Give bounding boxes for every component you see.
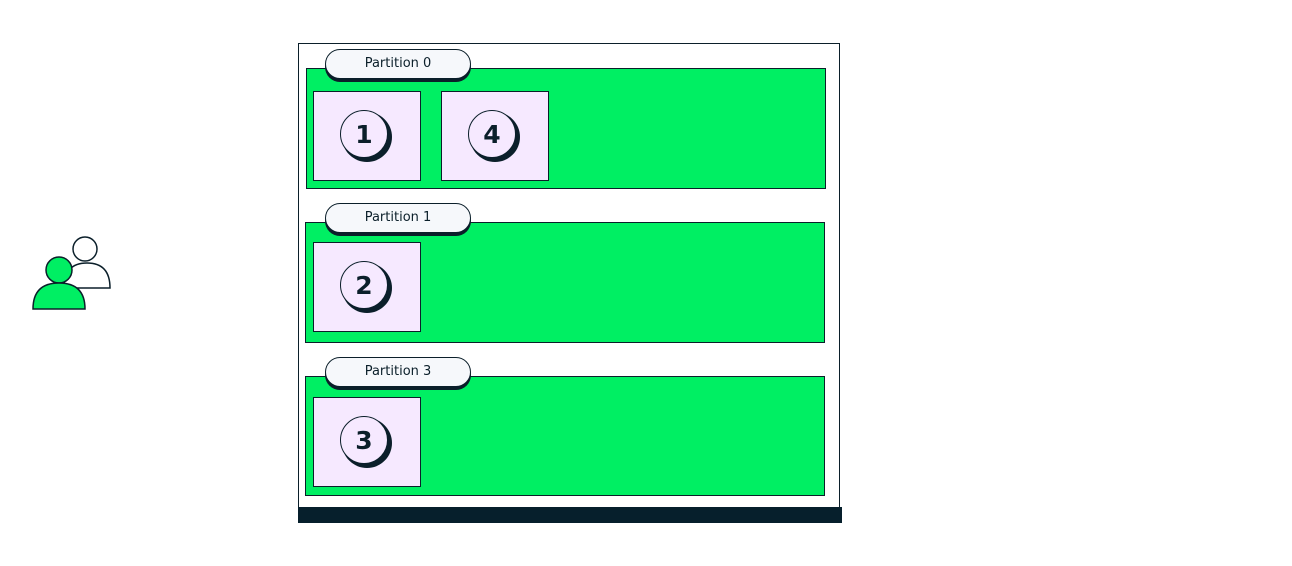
record-box: 2 (313, 242, 421, 332)
partition-1-label: Partition 1 (325, 203, 471, 233)
users-icon (30, 234, 114, 312)
record-box: 1 (313, 91, 421, 181)
record-box: 4 (441, 91, 549, 181)
partition-0: 1 4 (306, 68, 826, 189)
partition-3: 3 (305, 376, 825, 496)
partition-0-label: Partition 0 (325, 49, 471, 79)
record-number: 1 (340, 110, 388, 158)
topic-footer-bar (298, 507, 842, 523)
record-number: 2 (340, 261, 388, 309)
partition-3-label: Partition 3 (325, 357, 471, 387)
record-box: 3 (313, 397, 421, 487)
record-number: 4 (468, 110, 516, 158)
record-number: 3 (340, 416, 388, 464)
partition-1: 2 (305, 222, 825, 343)
